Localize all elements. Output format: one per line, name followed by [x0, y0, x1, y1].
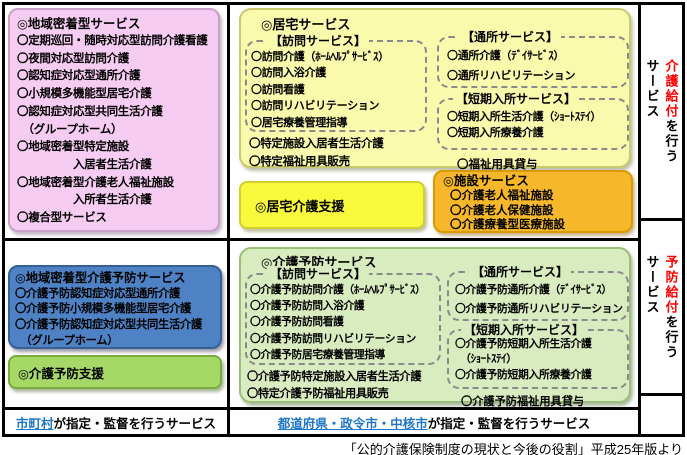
prevention-day-group-title: 【通所サービス】 — [469, 264, 572, 280]
service-item: 〇介護老人福祉施設 — [450, 190, 554, 202]
prevention-benefit-red-text: 予防給付 — [663, 254, 679, 315]
service-item: 〇介護予防特定施設入居者生活介護 — [247, 371, 422, 383]
service-item: 〇介護予防訪問介護（ﾎｰﾑﾍﾙﾌﾟｻｰﾋﾞｽ） — [250, 284, 426, 296]
facility-services-box: ◎施設サービス 〇介護老人福祉施設 〇介護老人保健施設 〇介護療養型医療施設 — [433, 170, 633, 233]
service-item: 〇介護予防訪問看護 — [250, 316, 344, 329]
service-item: 〇夜間対応型訪問介護 — [17, 52, 129, 65]
service-item: 〇特定施設入居者生活介護 — [249, 138, 384, 150]
service-item: 〇介護予防短期入所生活介護 — [455, 338, 592, 350]
service-item: 入居者生活介護 — [17, 158, 152, 171]
prefecture-rest-text: が指定・監督を行うサービス — [427, 416, 591, 431]
service-item: 〇通所介護（ﾃﾞｲｻｰﾋﾞｽ） — [447, 50, 565, 62]
service-item: 〇介護予防通所介護（ﾃﾞｲｻｰﾋﾞｽ） — [455, 284, 612, 296]
care-benefit-line2: サービス — [644, 59, 660, 119]
service-item: 〇介護予防短期入所療養介護 — [455, 368, 592, 381]
cell-prevention-services: ◎介護予防サービス 【訪問サービス】 〇介護予防訪問介護（ﾎｰﾑﾍﾙﾌﾟｻｰﾋﾞ… — [230, 241, 638, 408]
facility-services-title: ◎施設サービス — [443, 174, 529, 188]
service-item: 〇短期入所生活介護（ｼｮｰﾄｽﾃｲ） — [447, 111, 602, 123]
service-item: 〇介護予防福祉用具貸与 — [461, 396, 585, 408]
prevention-visit-group: 【訪問サービス】 〇介護予防訪問介護（ﾎｰﾑﾍﾙﾌﾟｻｰﾋﾞｽ） 〇介護予防訪問… — [245, 266, 441, 365]
cell-municipality-designation: 市町村が指定・監督を行うサービス — [5, 410, 227, 434]
prevention-short-stay-group: 【短期入所サービス】 〇介護予防短期入所生活介護 （ｼｮｰﾄｽﾃｲ） 〇介護予防… — [447, 322, 629, 389]
community-services-title: ◎地域密着型サービス — [17, 17, 141, 31]
service-item: 〇介護予防居宅療養管理指導 — [250, 348, 386, 361]
visit-services-group: 【訪問サービス】 〇訪問介護（ﾎｰﾑﾍﾙﾌﾟｻｰﾋﾞｽ） 〇訪問入浴介護 〇訪問… — [245, 33, 427, 132]
cell-community-prevention: ◎地域密着型介護予防サービス 〇介護予防認知症対応型通所介護 〇介護予防小規模多… — [5, 241, 227, 407]
service-item: 〇認知症対応型通所介護 — [17, 70, 141, 83]
home-extra-items: 〇特定施設入居者生活介護 〇特定福祉用具販売 — [249, 136, 384, 171]
service-item: 〇居宅療養管理指導 — [251, 116, 348, 129]
prevention-support-title: ◎介護予防支援 — [18, 366, 104, 381]
grid-divider-horizontal-2 — [5, 407, 638, 410]
grid-divider-right-2 — [641, 393, 682, 396]
cell-care-benefit-label: 介護給付を行う サービス — [641, 5, 682, 218]
service-item: 〇訪問リハビリテーション — [251, 100, 380, 113]
service-item: 〇通所リハビリテーション — [447, 70, 576, 82]
service-item: 〇福祉用具貸与 — [457, 159, 538, 171]
service-item: 〇訪問入浴介護 — [251, 67, 326, 80]
grid-divider-right-1 — [641, 218, 682, 221]
service-item: （グループホーム） — [15, 334, 119, 347]
prevention-benefit-suffix: を行う — [663, 314, 679, 360]
community-prevention-title: ◎地域密着型介護予防サービス — [15, 271, 186, 285]
visit-services-group-title: 【訪問サービス】 — [267, 33, 370, 49]
service-item: 〇小規模多機能型居宅介護 — [17, 88, 152, 101]
day-services-group-title: 【通所サービス】 — [459, 29, 562, 45]
service-item: 〇介護予防通所リハビリテーション — [455, 302, 623, 315]
cell-community-services: ◎地域密着型サービス 〇定期巡回・随時対応型訪問介護看護 〇夜間対応型訪問介護 … — [5, 5, 227, 238]
prevention-day-group: 【通所サービス】 〇介護予防通所介護（ﾃﾞｲｻｰﾋﾞｽ） 〇介護予防通所リハビリ… — [447, 264, 629, 321]
service-item: 〇特定介護予防福祉用具販売 — [247, 388, 389, 400]
service-item: 〇認知症対応型共同生活介護 — [17, 105, 163, 118]
services-grid: ◎地域密着型サービス 〇定期巡回・随時対応型訪問介護看護 〇夜間対応型訪問介護 … — [2, 2, 685, 437]
service-item: 〇介護予防認知症対応型通所介護 — [15, 287, 180, 300]
service-item: 〇介護老人保健施設 — [450, 204, 554, 217]
grid-divider-vertical-2 — [638, 5, 641, 434]
prevention-benefit-label: 予防給付を行う サービス — [643, 255, 681, 360]
source-caption: 「公的介護保険制度の現状と今後の役割」平成25年版より — [343, 442, 683, 455]
service-item: 〇介護予防訪問リハビリテーション — [250, 332, 416, 345]
service-item: 〇複合型サービス — [17, 212, 107, 225]
service-item: 〇短期入所療養介護 — [447, 127, 544, 139]
care-benefit-label: 介護給付を行う サービス — [643, 59, 681, 164]
service-item: 〇地域密着型特定施設 — [17, 141, 129, 154]
prevention-benefit-line2: サービス — [644, 254, 660, 315]
service-item: 〇訪問看護 — [251, 83, 305, 96]
prevention-support-box: ◎介護予防支援 — [8, 355, 222, 389]
service-item: 〇介護療養型医療施設 — [450, 219, 565, 232]
home-care-support-box: ◎居宅介護支援 — [239, 181, 425, 229]
prevention-services-box: ◎介護予防サービス 【訪問サービス】 〇介護予防訪問介護（ﾎｰﾑﾍﾙﾌﾟｻｰﾋﾞ… — [239, 247, 631, 408]
service-item: 〇介護予防訪問入浴介護 — [250, 300, 365, 313]
service-item: 〇介護予防認知症対応型共同生活介護 — [15, 319, 202, 332]
service-item: 〇特定福祉用具販売 — [249, 155, 350, 168]
service-item: （グループホーム） — [17, 123, 123, 136]
service-item: 〇定期巡回・随時対応型訪問介護看護 — [17, 35, 208, 47]
community-prevention-box: ◎地域密着型介護予防サービス 〇介護予防認知症対応型通所介護 〇介護予防小規模多… — [8, 265, 222, 349]
prefecture-link[interactable]: 都道府県・政令市・中核市 — [277, 416, 428, 431]
service-item: 〇訪問介護（ﾎｰﾑﾍﾙﾌﾟｻｰﾋﾞｽ） — [251, 51, 389, 63]
prevention-short-stay-group-title: 【短期入所サービス】 — [461, 322, 588, 338]
cell-home-services: ◎居宅サービス 【訪問サービス】 〇訪問介護（ﾎｰﾑﾍﾙﾌﾟｻｰﾋﾞｽ） 〇訪問… — [230, 5, 638, 238]
grid-divider-vertical-1 — [227, 5, 230, 434]
home-services-title: ◎居宅サービス — [261, 17, 351, 32]
municipality-rest-text: が指定・監督を行うサービス — [53, 416, 217, 431]
service-item: 入所者生活介護 — [17, 194, 152, 207]
cell-empty — [641, 396, 682, 434]
service-item: （ｼｮｰﾄｽﾃｲ） — [455, 353, 517, 366]
cell-prevention-benefit-label: 予防給付を行う サービス — [641, 221, 682, 393]
municipality-link[interactable]: 市町村 — [15, 416, 54, 431]
short-stay-services-group: 【短期入所サービス】 〇短期入所生活介護（ｼｮｰﾄｽﾃｲ） 〇短期入所療養介護 — [437, 91, 629, 150]
service-item: 〇地域密着型介護老人福祉施設 — [17, 176, 174, 189]
care-benefit-red-text: 介護給付 — [663, 59, 679, 119]
cell-prefecture-designation: 都道府県・政令市・中核市が指定・監督を行うサービス — [230, 410, 638, 434]
short-stay-group-title: 【短期入所サービス】 — [453, 91, 580, 107]
day-services-group: 【通所サービス】 〇通所介護（ﾃﾞｲｻｰﾋﾞｽ） 〇通所リハビリテーション — [437, 29, 629, 88]
grid-divider-horizontal-1 — [5, 238, 638, 241]
prevention-extra-items: 〇介護予防特定施設入居者生活介護 〇特定介護予防福祉用具販売 — [247, 369, 422, 403]
home-care-support-title: ◎居宅介護支援 — [255, 198, 345, 214]
community-services-box: ◎地域密着型サービス 〇定期巡回・随時対応型訪問介護看護 〇夜間対応型訪問介護 … — [8, 8, 220, 232]
prevention-visit-group-title: 【訪問サービス】 — [267, 266, 370, 282]
service-item: 〇介護予防小規模多機能型居宅介護 — [15, 303, 191, 316]
care-benefit-suffix: を行う — [663, 119, 679, 164]
home-services-box: ◎居宅サービス 【訪問サービス】 〇訪問介護（ﾎｰﾑﾍﾙﾌﾟｻｰﾋﾞｽ） 〇訪問… — [239, 8, 631, 171]
